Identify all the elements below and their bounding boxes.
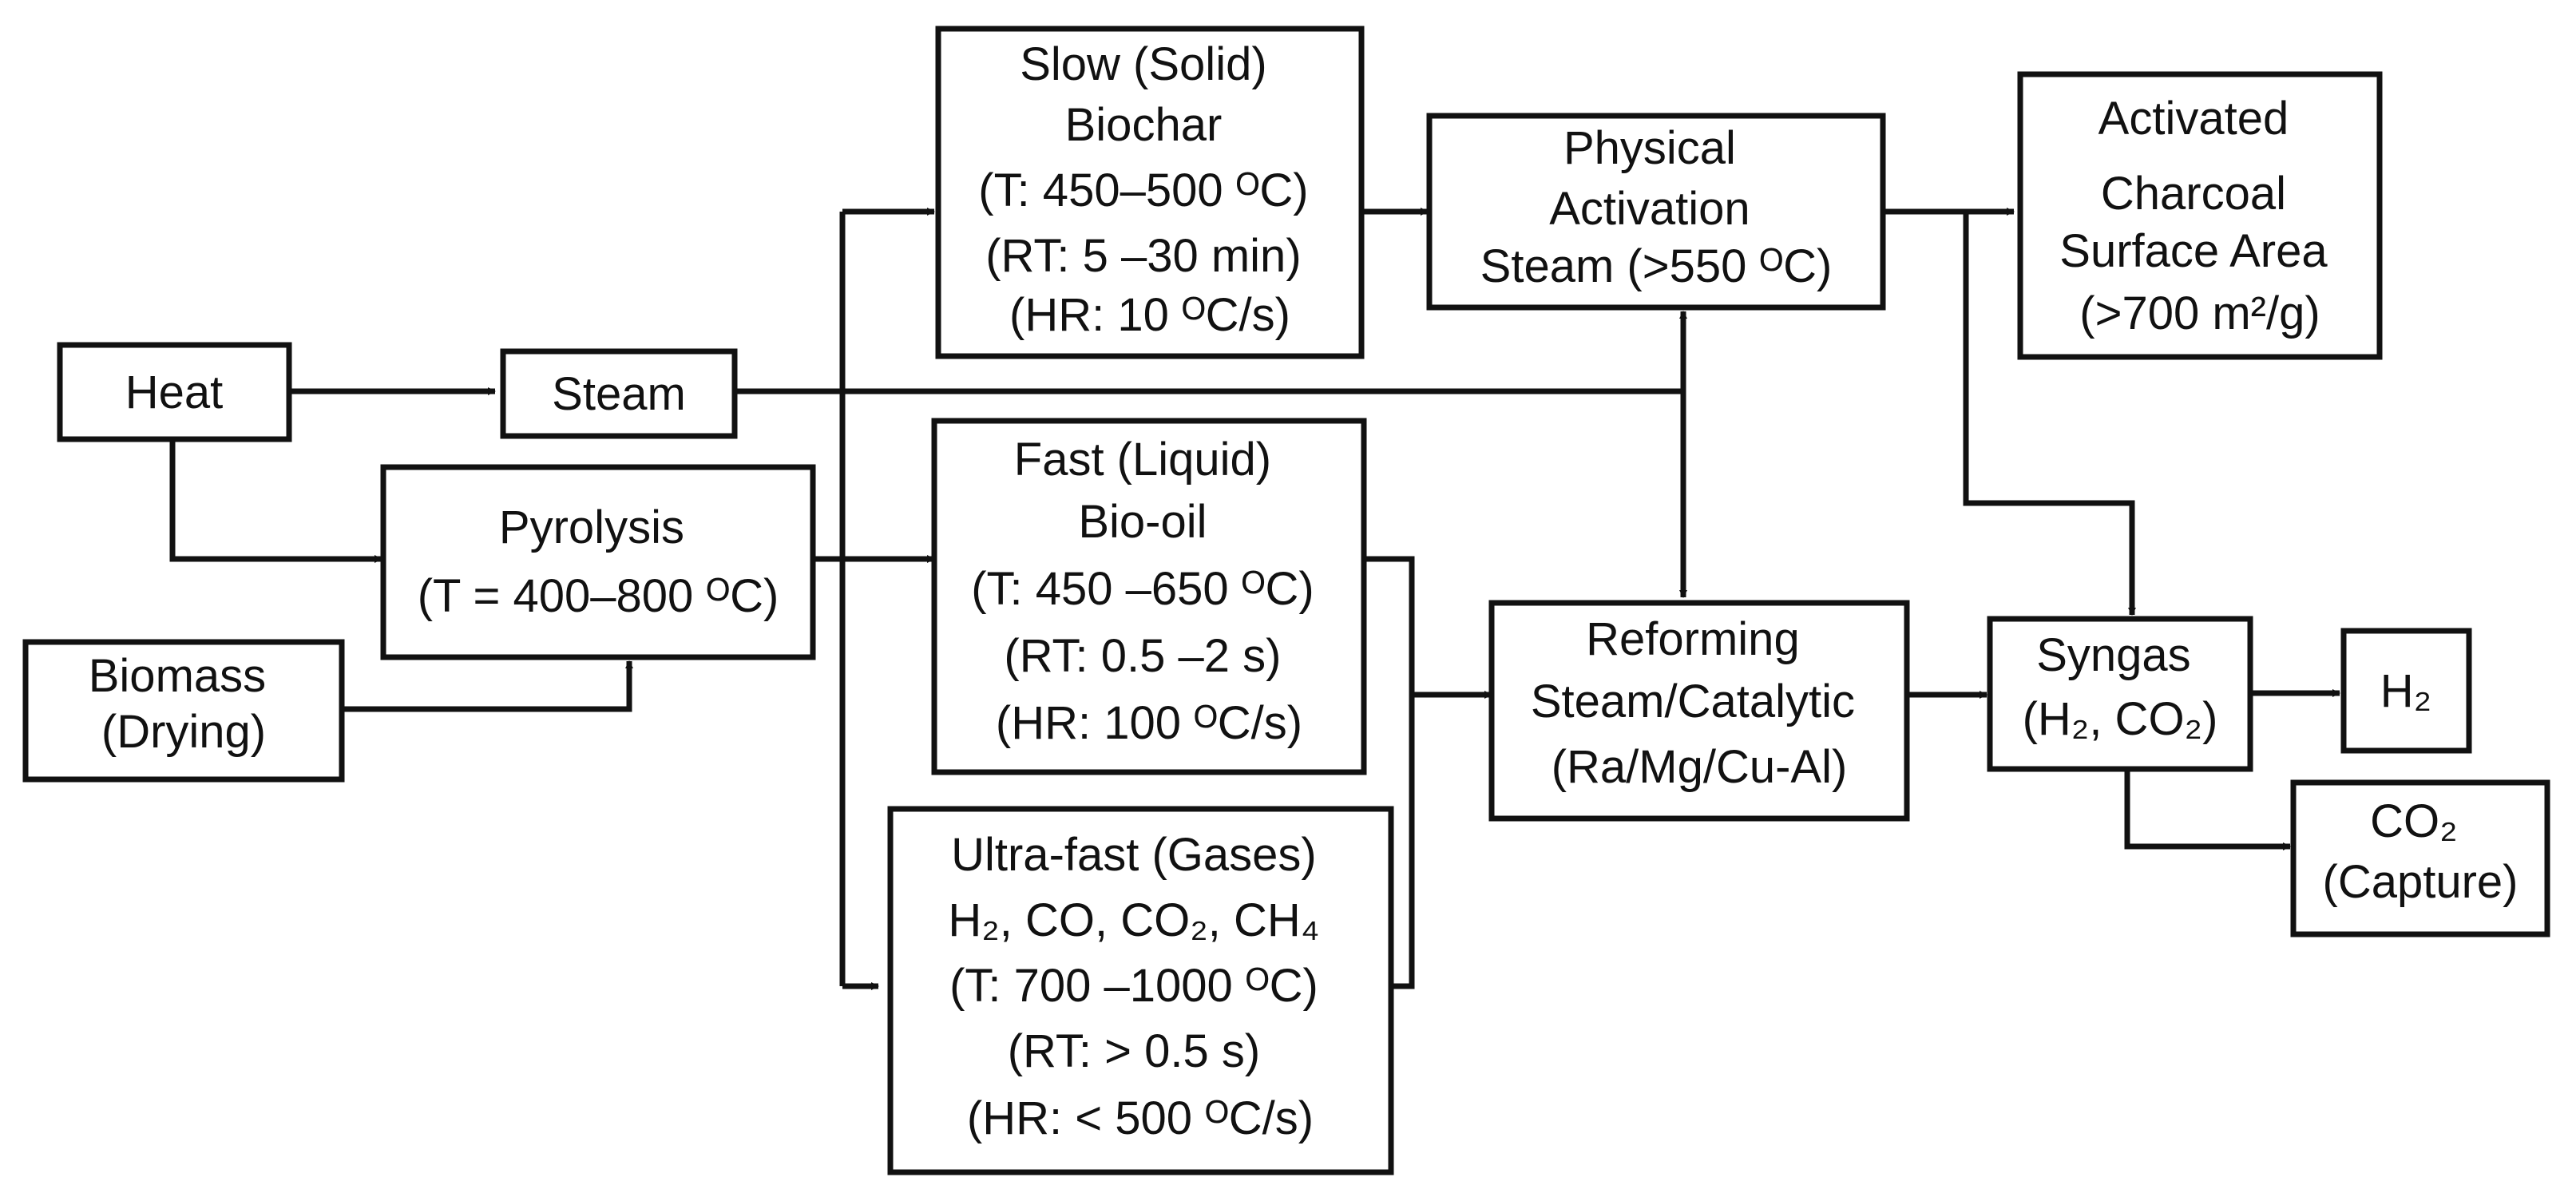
node-co2-capture: CO₂ (Capture)	[2290, 779, 2550, 937]
node-activated-charcoal-box	[2017, 71, 2383, 360]
node-biomass-label: Biomass (Drying)	[89, 650, 279, 758]
edge-heat-to-pyrolysis	[169, 439, 382, 563]
node-ultrafast-box	[887, 806, 1394, 1175]
node-syngas: Syngas (H₂, CO₂)	[1987, 616, 2253, 772]
node-reforming: Reforming Steam/Catalytic (Ra/Mg/Cu-Al)	[1488, 600, 1910, 822]
node-ultrafast-label: Ultra-fast (Gases) H₂, CO, CO₂, CH₄ (T: …	[948, 829, 1332, 1144]
node-biomass: Biomass (Drying)	[22, 639, 345, 783]
node-activated-charcoal: Activated Charcoal Surface Area (>700 m²…	[2017, 71, 2383, 360]
node-slow-label: Slow (Solid) Biochar (T: 450–500 ᴼC) (RT…	[978, 38, 1321, 341]
node-fast-label: Fast (Liquid) Bio-oil (T: 450 –650 ᴼC) (…	[971, 434, 1327, 749]
node-slow-pyrolysis: Slow (Solid) Biochar (T: 450–500 ᴼC) (RT…	[935, 26, 1365, 359]
node-fast-pyrolysis: Fast (Liquid) Bio-oil (T: 450 –650 ᴼC) (…	[931, 418, 1367, 775]
node-syngas-box	[1987, 616, 2253, 772]
node-physical-activation-box	[1426, 113, 1886, 311]
node-activated-charcoal-label: Activated Charcoal Surface Area (>700 m²…	[2059, 93, 2340, 339]
node-heat-label: Heat	[125, 367, 224, 418]
node-h2-label: H₂	[2380, 665, 2431, 717]
edge-ultrafast-to-reforming	[1391, 695, 1415, 989]
node-h2: H₂	[2340, 628, 2472, 754]
edge-biomass-to-pyrolysis	[342, 660, 633, 712]
node-syngas-label: Syngas (H₂, CO₂)	[2023, 629, 2218, 745]
node-physical-activation-label: Physical Activation Steam (>550 ᴼC)	[1480, 122, 1833, 292]
node-ultrafast-pyrolysis: Ultra-fast (Gases) H₂, CO, CO₂, CH₄ (T: …	[887, 806, 1394, 1175]
node-steam-box	[500, 348, 738, 439]
edge-syngas-to-co2	[2124, 769, 2291, 850]
node-steam-label: Steam	[552, 368, 686, 420]
node-fast-box	[931, 418, 1367, 775]
node-co2-box	[2290, 779, 2550, 937]
node-physical-activation: Physical Activation Steam (>550 ᴼC)	[1426, 113, 1886, 311]
node-slow-box	[935, 26, 1365, 359]
node-h2-box	[2340, 628, 2472, 754]
node-heat: Heat	[57, 342, 292, 442]
node-reforming-label: Reforming Steam/Catalytic (Ra/Mg/Cu-Al)	[1531, 613, 1868, 793]
node-pyrolysis-label: Pyrolysis (T = 400–800 ᴼC)	[418, 501, 779, 622]
node-co2-label: CO₂ (Capture)	[2323, 795, 2519, 908]
edge-activation-to-syngas	[1963, 212, 2136, 616]
node-steam: Steam	[500, 348, 738, 439]
node-heat-box	[57, 342, 292, 442]
node-pyrolysis-box	[380, 464, 816, 660]
node-reforming-box	[1488, 600, 1910, 822]
node-biomass-box	[22, 639, 345, 783]
edge-fast-to-reforming	[1364, 556, 1492, 699]
node-pyrolysis: Pyrolysis (T = 400–800 ᴼC)	[380, 464, 816, 660]
connectors	[169, 208, 2340, 990]
